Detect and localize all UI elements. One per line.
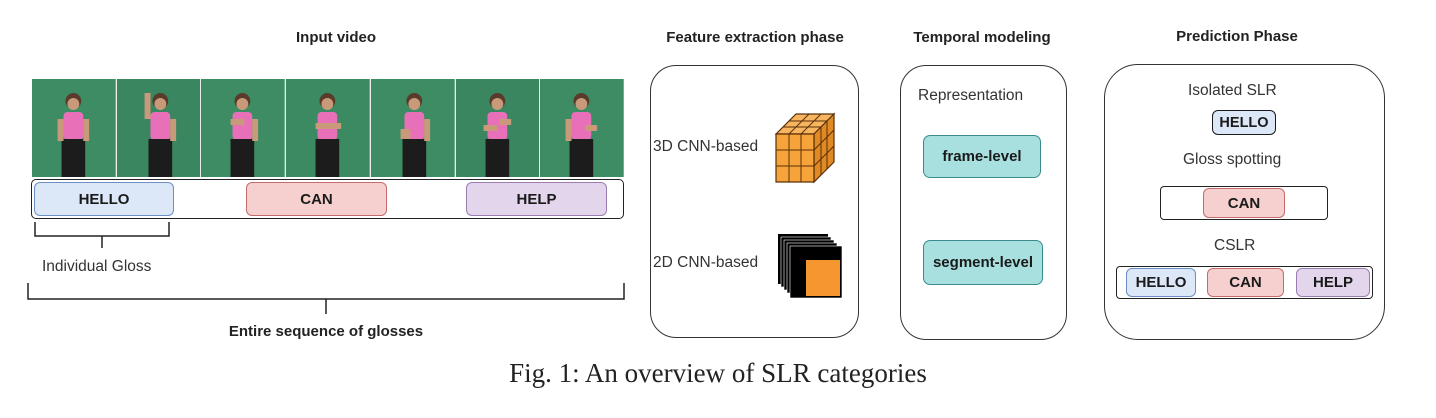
video-frame (201, 79, 287, 177)
cslr-gloss-can: CAN (1207, 268, 1284, 297)
representation-label: Representation (918, 87, 1024, 104)
cslr-gloss-help: HELP (1296, 268, 1370, 297)
sequence-label: Entire sequence of glosses (228, 323, 424, 340)
temporal-title: Temporal modeling (913, 29, 1051, 46)
figure-caption: Fig. 1: An overview of SLR categories (509, 358, 927, 388)
gloss-spotting-label: Gloss spotting (1183, 151, 1282, 168)
cslr-label: CSLR (1214, 237, 1256, 254)
video-frame (116, 79, 202, 177)
stack-2d-icon (778, 234, 843, 299)
isolated-gloss-hello: HELLO (1212, 110, 1276, 135)
input-video-title: Input video (296, 29, 376, 46)
individual-gloss-label: Individual Gloss (42, 258, 152, 275)
video-frame (32, 79, 117, 177)
gloss-can: CAN (246, 182, 387, 216)
video-frame (455, 79, 541, 177)
gloss-sequence-bar (31, 179, 624, 219)
cube-3d-icon (774, 112, 836, 184)
segment-level-box: segment-level (923, 240, 1043, 285)
video-frames-strip (32, 79, 624, 177)
sequence-bracket (27, 283, 625, 314)
gloss-hello: HELLO (34, 182, 174, 216)
cnn3d-label: 3D CNN-based (653, 138, 759, 155)
video-frame (540, 79, 624, 177)
temporal-panel (900, 65, 1067, 340)
video-frame (286, 79, 371, 177)
cslr-sequence-bar (1116, 266, 1373, 299)
frame-level-box: frame-level (923, 135, 1041, 178)
gloss-help: HELP (466, 182, 607, 216)
isolated-slr-label: Isolated SLR (1188, 82, 1277, 99)
video-frame (370, 79, 456, 177)
feature-title: Feature extraction phase (666, 29, 844, 46)
cslr-gloss-hello: HELLO (1126, 268, 1196, 297)
individual-gloss-bracket (34, 222, 170, 248)
spotting-gloss-can: CAN (1203, 188, 1285, 218)
cnn2d-label: 2D CNN-based (653, 254, 759, 271)
prediction-title: Prediction Phase (1176, 28, 1298, 45)
spotting-sequence-bar (1160, 186, 1328, 220)
